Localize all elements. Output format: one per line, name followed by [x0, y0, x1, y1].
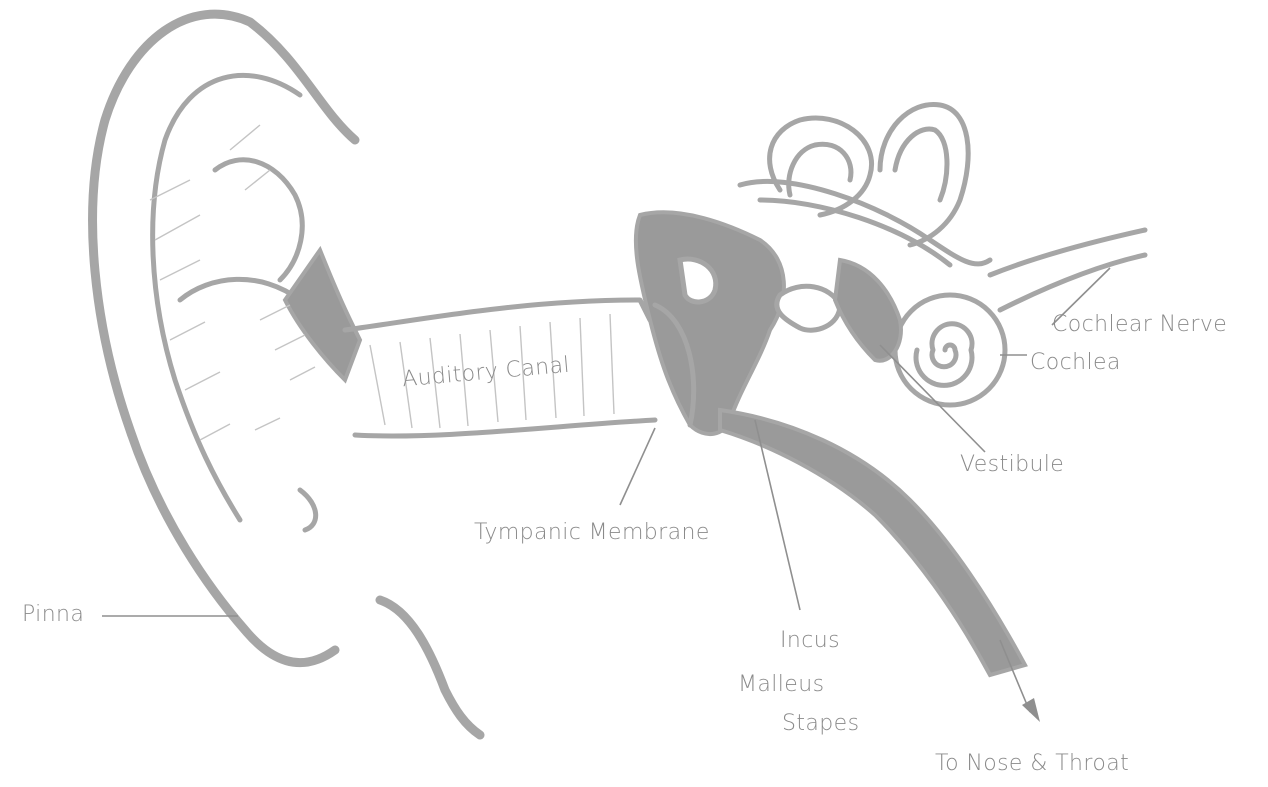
- label-to-nose-throat: To Nose & Throat: [935, 753, 1129, 775]
- eustachian-tube-shape: [720, 410, 1025, 675]
- tympanic-membrane-leader: [620, 428, 655, 505]
- label-tympanic-membrane: Tympanic Membrane: [474, 522, 710, 544]
- label-malleus: Malleus: [738, 674, 824, 696]
- label-stapes: Stapes: [782, 713, 859, 735]
- label-cochlear-nerve: Cochlear Nerve: [1052, 314, 1227, 336]
- middle-ear-shape: [636, 212, 840, 434]
- label-pinna: Pinna: [22, 604, 84, 626]
- arrow-down-icon: [1022, 698, 1040, 722]
- label-vestibule: Vestibule: [960, 454, 1064, 476]
- label-incus: Incus: [780, 630, 840, 652]
- label-cochlea: Cochlea: [1030, 352, 1121, 374]
